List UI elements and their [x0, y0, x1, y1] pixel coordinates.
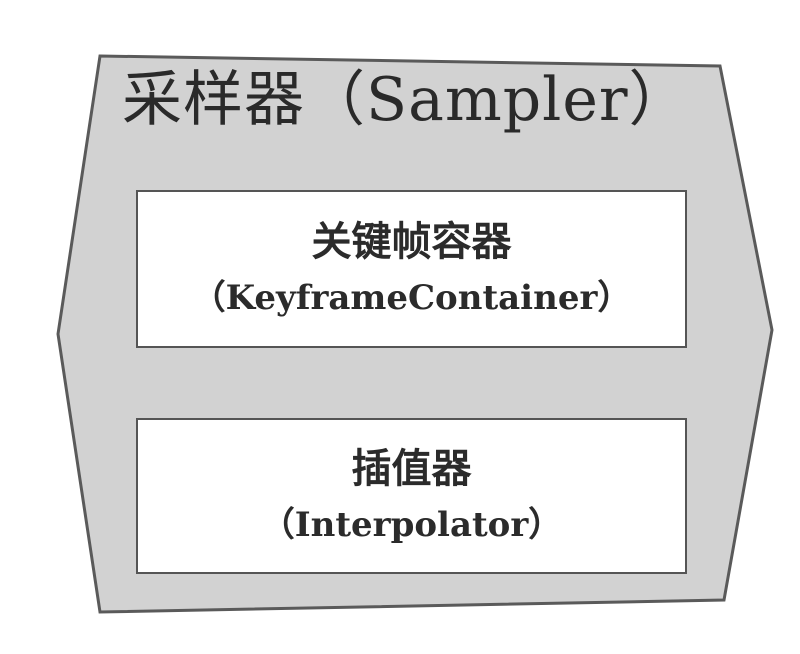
interpolator-title: 插值器	[351, 445, 472, 492]
keyframe-container-title: 关键帧容器	[311, 218, 512, 265]
keyframe-container-subtitle: （KeyframeContainer）	[191, 278, 632, 318]
interpolator-box: 插值器 （Interpolator）	[136, 418, 687, 574]
interpolator-subtitle: （Interpolator）	[260, 505, 563, 545]
keyframe-container-box: 关键帧容器 （KeyframeContainer）	[136, 190, 687, 348]
sampler-title: 采样器（Sampler）	[122, 65, 690, 135]
